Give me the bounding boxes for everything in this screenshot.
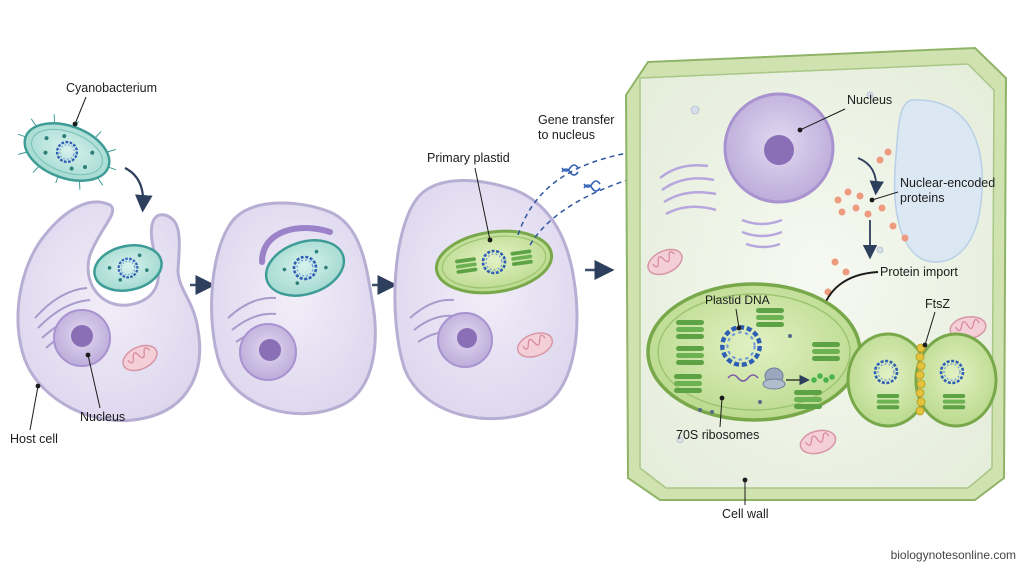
cyanobacterium-free bbox=[17, 114, 117, 190]
label-70s-ribosomes: 70S ribosomes bbox=[676, 428, 759, 442]
labels: Cyanobacterium Host cell Nucleus Primary… bbox=[10, 81, 995, 521]
label-plastid-dna: Plastid DNA bbox=[705, 293, 770, 307]
label-nucleus-left: Nucleus bbox=[80, 410, 125, 424]
host-cell-stage3 bbox=[393, 179, 579, 420]
host-cell-stage1 bbox=[16, 200, 202, 423]
label-host-cell: Host cell bbox=[10, 432, 58, 446]
label-cyanobacterium: Cyanobacterium bbox=[66, 81, 157, 95]
label-cell-wall: Cell wall bbox=[722, 507, 769, 521]
label-nuclear-encoded-2: proteins bbox=[900, 191, 944, 205]
host-cell-stage2 bbox=[210, 201, 377, 416]
label-gene-transfer-2: to nucleus bbox=[538, 128, 595, 142]
chloroplast-large bbox=[646, 282, 862, 422]
credit-text: biologynotesonline.com bbox=[891, 548, 1016, 562]
plant-cell bbox=[624, 46, 1008, 501]
label-nucleus-right: Nucleus bbox=[847, 93, 892, 107]
label-nuclear-encoded-1: Nuclear-encoded bbox=[900, 176, 995, 190]
label-primary-plastid: Primary plastid bbox=[427, 151, 510, 165]
engulf-arrow bbox=[124, 167, 153, 213]
label-ftsz: FtsZ bbox=[925, 297, 950, 311]
chloroplast-dividing bbox=[846, 332, 998, 428]
label-gene-transfer-1: Gene transfer bbox=[538, 113, 614, 127]
label-protein-import: Protein import bbox=[880, 265, 958, 279]
